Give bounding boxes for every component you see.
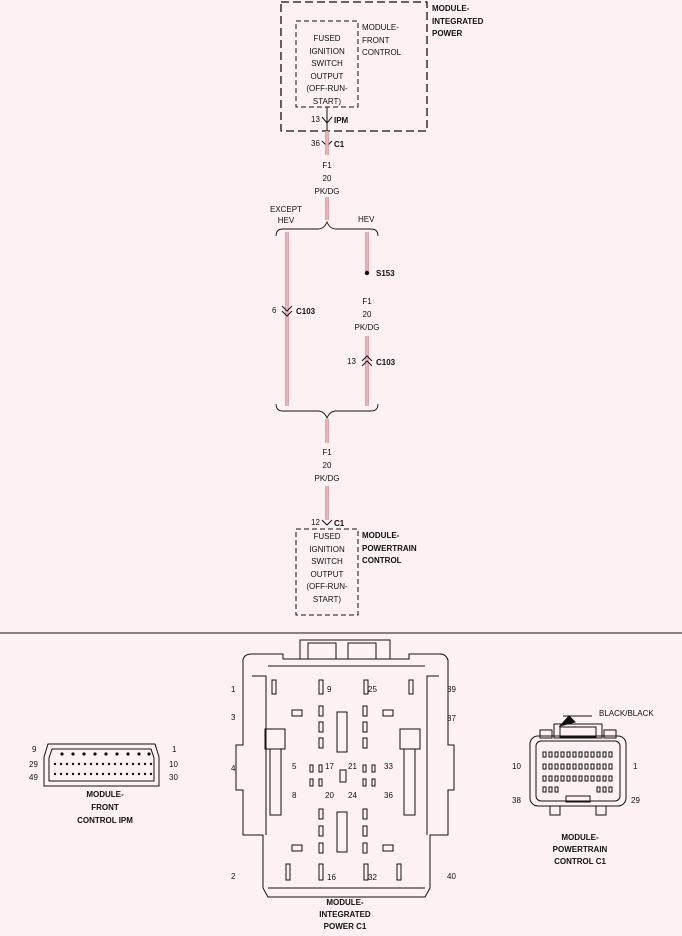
wires bbox=[285, 131, 369, 520]
ipm-pin-5: 5 bbox=[292, 762, 297, 771]
fcim-pin-29: 29 bbox=[29, 760, 38, 769]
fcim-pin-1: 1 bbox=[172, 745, 177, 754]
pcm-pin-field bbox=[542, 751, 613, 793]
splice-s153-dot bbox=[364, 270, 370, 276]
ipm-pin-32: 32 bbox=[368, 873, 377, 882]
ipm-pin-21: 21 bbox=[348, 762, 357, 771]
ipm-pin-37: 37 bbox=[447, 714, 456, 723]
ipm-connector-view bbox=[235, 639, 455, 898]
ipm-connector-label: IPM bbox=[334, 116, 349, 125]
ipm-pin-20: 20 bbox=[325, 791, 334, 800]
pcm-pin-29: 29 bbox=[631, 796, 640, 805]
fcim-connector-view bbox=[43, 743, 160, 787]
ipm-pin-17: 17 bbox=[325, 762, 334, 771]
ipm-pin-36: 36 bbox=[384, 791, 393, 800]
ipm-pin-25: 25 bbox=[368, 685, 377, 694]
splice-s153-label: S153 bbox=[376, 269, 395, 278]
module-integrated-power-box bbox=[280, 1, 428, 132]
c103-right-pin-number: 13 bbox=[347, 357, 356, 366]
c1-bottom-pin-number: 12 bbox=[311, 518, 320, 527]
ipm-pin-3: 3 bbox=[231, 713, 236, 722]
ipm-pin-symbol bbox=[321, 116, 333, 124]
ipm-pin-40: 40 bbox=[447, 872, 456, 881]
ipm-pin-33: 33 bbox=[384, 762, 393, 771]
c103-left-pin-number: 6 bbox=[272, 306, 277, 315]
ipm-pin-number: 13 bbox=[311, 115, 320, 124]
pcm-pin-1: 1 bbox=[633, 762, 638, 771]
ipm-pin-2: 2 bbox=[231, 872, 236, 881]
c1-top-connector-label: C1 bbox=[334, 140, 345, 149]
ipm-pin-4: 4 bbox=[231, 764, 236, 773]
fcim-pin-30: 30 bbox=[169, 773, 178, 782]
fcim-pin-field bbox=[53, 752, 153, 776]
c103-right-label: C103 bbox=[376, 358, 396, 367]
ipm-pin-8: 8 bbox=[292, 791, 297, 800]
branch-brace-bottom bbox=[275, 403, 379, 420]
fcim-pin-49: 49 bbox=[29, 773, 38, 782]
ipm-cavities bbox=[271, 679, 414, 881]
ipm-pin-24: 24 bbox=[348, 791, 357, 800]
module-powertrain-control-box bbox=[295, 528, 359, 616]
pcm-pin-10: 10 bbox=[512, 762, 521, 771]
ipm-pin-39: 39 bbox=[447, 685, 456, 694]
ipm-pin-16: 16 bbox=[327, 873, 336, 882]
c103-left-symbol bbox=[281, 305, 293, 317]
c1-top-pin-number: 36 bbox=[311, 139, 320, 148]
pcm-pin-38: 38 bbox=[512, 796, 521, 805]
c1-bottom-pin-symbol bbox=[321, 519, 333, 526]
pcm-connector-view bbox=[529, 715, 627, 816]
c103-right-symbol bbox=[361, 355, 373, 367]
c1-bottom-connector-label: C1 bbox=[334, 519, 345, 528]
ipm-pin-9-inner: 9 bbox=[327, 685, 332, 694]
ipm-pin-1: 1 bbox=[231, 685, 236, 694]
fcim-pin-9: 9 bbox=[32, 745, 37, 754]
c103-left-label: C103 bbox=[296, 307, 316, 316]
pcm-color-label: BLACK/BLACK bbox=[599, 709, 654, 718]
branch-hev-label: HEV bbox=[358, 215, 375, 224]
branch-brace-top bbox=[275, 220, 379, 237]
fcim-pin-10: 10 bbox=[169, 760, 178, 769]
